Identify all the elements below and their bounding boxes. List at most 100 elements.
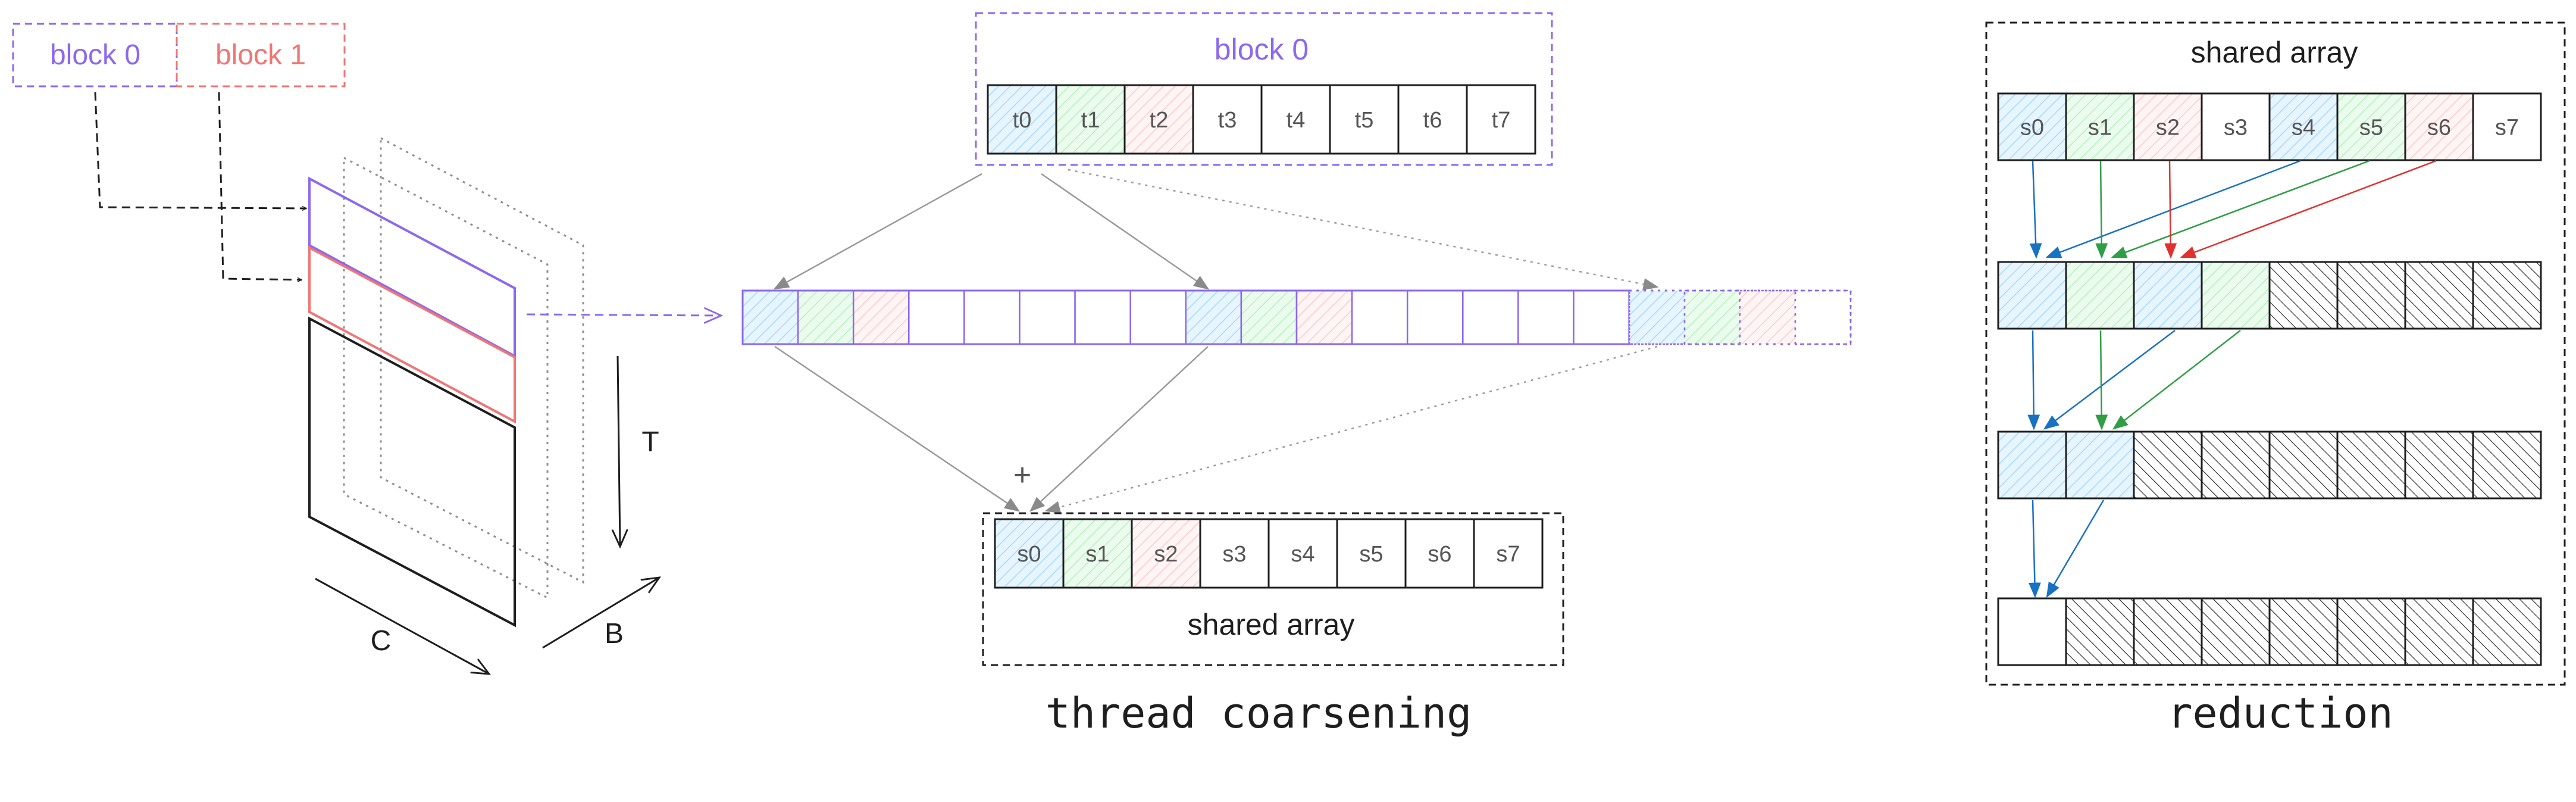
thread-cell-0 — [987, 84, 1057, 155]
reduction-cell-2 — [2133, 92, 2203, 161]
reduction-cell-3 — [2201, 92, 2271, 161]
reduction-level2-cell-4 — [2268, 430, 2339, 500]
reduce-arrow-l1-s3-to-s1 — [2112, 330, 2241, 430]
reduction-level2-cell-7 — [2472, 430, 2542, 500]
thread-cell-label-0: t0 — [1013, 108, 1032, 133]
thread-cell-label-5: t5 — [1355, 108, 1374, 133]
batch-slab-middle — [343, 156, 549, 600]
overflow-row-frame — [1628, 289, 1852, 345]
reduction-level1-cell-2 — [2133, 261, 2203, 330]
data-cell-0 — [741, 289, 799, 345]
reduction-level2-cell-1 — [2065, 430, 2135, 500]
reduction-level3-cell-1 — [2065, 597, 2135, 666]
reduction-level2-cell-2 — [2133, 430, 2203, 500]
reduce-arrow-s4-to-s0 — [2045, 160, 2301, 258]
thread-cell-label-2: t2 — [1150, 108, 1169, 133]
overflow-row — [1628, 289, 1852, 345]
reduction-level3-cell-3 — [2201, 597, 2271, 666]
reduction-level1-cell-5 — [2336, 261, 2406, 330]
coarsening-shared-cell-label-0: s0 — [1017, 542, 1041, 567]
reduction-level1-cell-4 — [2268, 261, 2339, 330]
coarsening-shared-cell-7 — [1473, 518, 1544, 589]
block0-arrow — [94, 92, 306, 208]
reduction-level3-cell-2 — [2133, 597, 2203, 666]
reduce-arrow-l1-s0-down — [2027, 330, 2040, 430]
thread-cell-3 — [1192, 84, 1263, 155]
axis-c-arrow — [315, 578, 489, 674]
reduction-cell-label-1: s1 — [2088, 116, 2112, 141]
coarsening-shared-cell-4 — [1267, 518, 1338, 589]
data-cell-12 — [1406, 289, 1464, 345]
thread-cell-6 — [1397, 84, 1468, 155]
caption-thread-coarsening: thread coarsening — [1046, 689, 1472, 738]
reduction-level-3 — [1997, 597, 2542, 666]
overflow-cell-3 — [1794, 289, 1852, 345]
coarsening-shared-cell-5 — [1336, 518, 1407, 589]
overflow-cell-2 — [1739, 289, 1796, 345]
reduction-cell-0 — [1997, 92, 2067, 161]
overflow-cell-0 — [1628, 289, 1686, 345]
thread-cell-4 — [1260, 84, 1331, 155]
reduction-level3-cell-6 — [2404, 597, 2474, 666]
data-cell-9 — [1240, 289, 1298, 345]
data-cell-10 — [1295, 289, 1353, 345]
data-cell-15 — [1573, 289, 1630, 345]
data-cell-2 — [852, 289, 910, 345]
axis-c-label: C — [371, 625, 392, 657]
block1-frame — [176, 23, 346, 88]
data-cell-6 — [1074, 289, 1131, 345]
reduction-cell-label-4: s4 — [2292, 116, 2315, 141]
reduce-arrow-s0-down — [2029, 160, 2042, 259]
thread-cell-label-6: t6 — [1423, 108, 1442, 133]
reduction-cell-label-7: s7 — [2495, 116, 2519, 141]
reduction-level1-cell-0 — [1997, 261, 2067, 330]
coarsening-shared-cell-0 — [994, 518, 1065, 589]
reduction-level2-cell-5 — [2336, 430, 2406, 500]
thread-cell-label-4: t4 — [1287, 108, 1306, 133]
coarsening-block0-label: block 0 — [1215, 33, 1309, 66]
t0-load-arrow-3 — [1068, 168, 1659, 291]
overflow-cell-1 — [1683, 289, 1741, 345]
reduction-cell-label-3: s3 — [2224, 116, 2248, 141]
thread-cell-label-7: t7 — [1492, 108, 1511, 133]
thread-cell-1 — [1055, 84, 1126, 155]
reduce-arrow-l1-s1-down — [2095, 330, 2108, 430]
thread-cell-5 — [1329, 84, 1400, 155]
coarsening-shared-cell-label-6: s6 — [1428, 542, 1451, 567]
data-cell-5 — [1019, 289, 1076, 345]
block1-label: block 1 — [215, 39, 306, 71]
reduction-level1-cell-1 — [2065, 261, 2135, 330]
reduction-title: shared array — [2191, 36, 2358, 69]
reduction-cell-4 — [2268, 92, 2339, 161]
coarsening-block0-frame — [975, 12, 1553, 166]
t0-load-arrow-1 — [773, 173, 982, 290]
strip-to-array-arrow — [526, 314, 721, 316]
data-row — [741, 289, 1630, 345]
reduce-arrow-s2-down — [2164, 160, 2177, 259]
reduction-levels — [1997, 261, 2542, 666]
reduction-level2-cell-6 — [2404, 430, 2474, 500]
reduction-cell-label-2: s2 — [2156, 116, 2180, 141]
coarsening-shared-frame — [982, 512, 1564, 666]
reduction-level1-cell-3 — [2201, 261, 2271, 330]
sum-arrow-2 — [1029, 346, 1209, 512]
reduction-level2-cell-3 — [2201, 430, 2271, 500]
data-cell-8 — [1185, 289, 1242, 345]
axis-t-label: T — [641, 426, 659, 458]
reduction-level-2 — [1997, 430, 2542, 500]
coarsening-shared-label: shared array — [1188, 608, 1355, 641]
reduction-cell-6 — [2404, 92, 2474, 161]
coarsening-shared-cell-label-5: s5 — [1359, 542, 1383, 567]
caption-reduction: reduction — [2167, 689, 2393, 738]
reduction-level3-cell-7 — [2472, 597, 2542, 666]
data-cell-11 — [1351, 289, 1408, 345]
reduction-level2-cell-0 — [1997, 430, 2067, 500]
sum-arrow-3 — [1044, 345, 1658, 513]
reduce-arrow-l1-s2-to-s0 — [2043, 330, 2176, 430]
block1-row-strip — [308, 245, 516, 424]
panel-blocks: block 0 block 1 T C B — [12, 23, 721, 674]
